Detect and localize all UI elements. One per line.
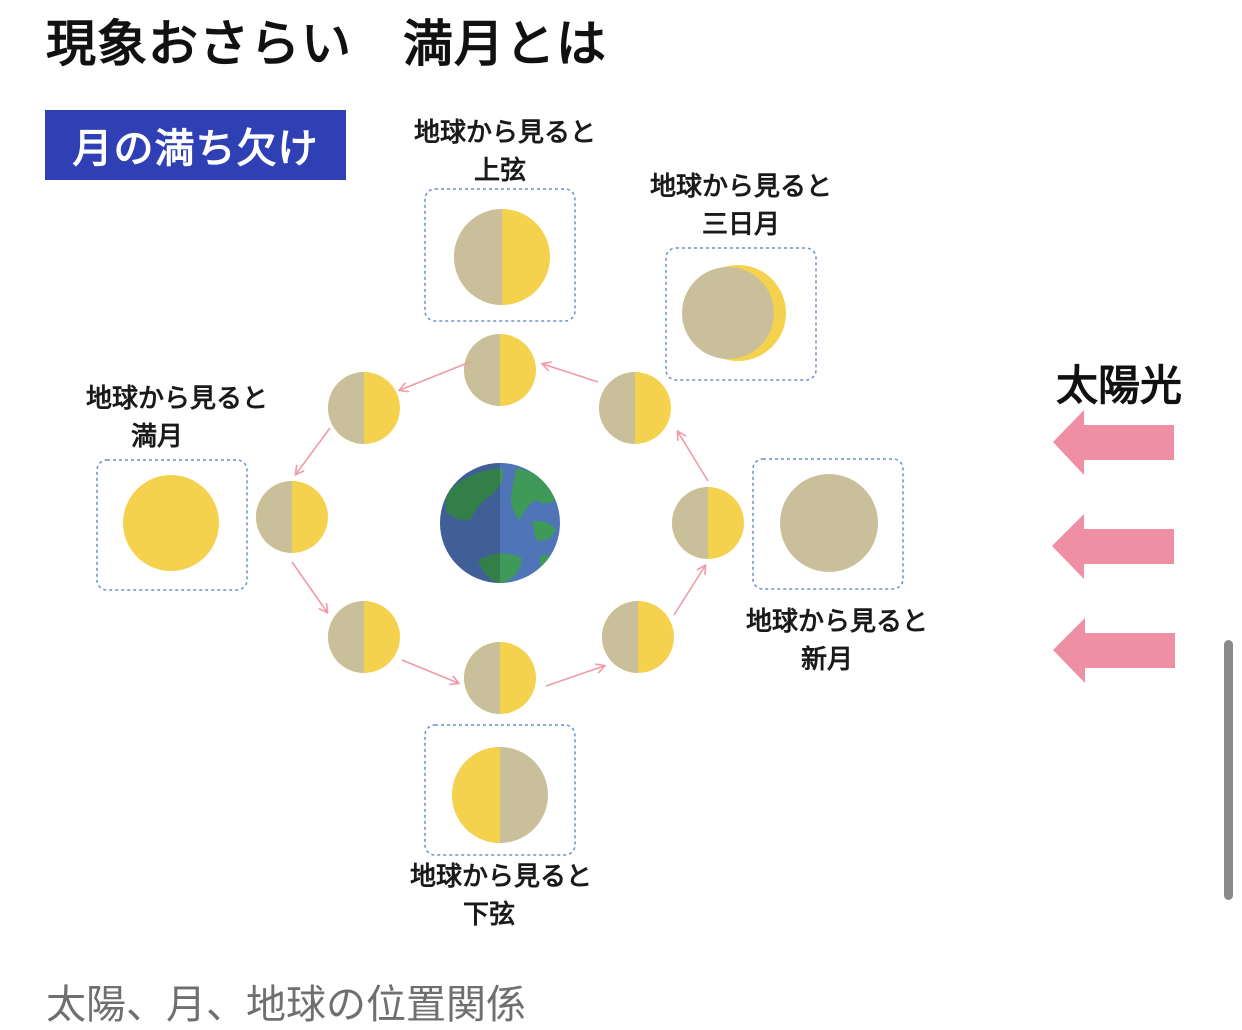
label-last-quarter-line2: 下弦 (462, 900, 515, 930)
label-first-quarter: 地球から見ると 上弦 (400, 114, 610, 190)
sunlight-label: 太陽光 (1056, 361, 1183, 410)
orbit-moon-right (672, 487, 744, 559)
orbit-moon-top (464, 334, 536, 406)
label-last-quarter: 地球から見ると 下弦 (396, 858, 606, 934)
orbit-arrows (291, 362, 709, 687)
sunlight-arrows (1052, 410, 1175, 683)
label-new-line1: 地球から見ると (745, 607, 928, 637)
orbit-moon-left (256, 481, 328, 553)
label-full: 地球から見ると 満月 (72, 380, 282, 456)
section-badge: 月の満ち欠け (45, 110, 346, 180)
page-title: 現象おさらい 満月とは (46, 15, 607, 73)
label-first-quarter-line1: 地球から見ると (413, 118, 596, 148)
label-crescent-line1: 地球から見ると (649, 172, 832, 202)
view-frames (96, 188, 904, 856)
label-new-line2: 新月 (800, 645, 853, 675)
moon-view-last-quarter (452, 747, 548, 843)
orbit-moon-bottom-left (328, 601, 400, 673)
orbit-moon-bottom-right (602, 601, 674, 673)
figure-caption: 太陽、月、地球の位置関係 (46, 982, 526, 1028)
orbit-moon-top-left (328, 372, 400, 444)
label-crescent-line2: 三日月 (701, 210, 780, 240)
sunlight-arrow-1 (1053, 410, 1174, 475)
moon-view-first-quarter (454, 209, 550, 305)
frame-first-quarter (424, 188, 576, 322)
moon-view-crescent (682, 265, 786, 361)
moon-phase-diagram (96, 188, 1175, 856)
frame-new (752, 458, 904, 590)
label-first-quarter-line2: 上弦 (473, 156, 526, 186)
sunlight-arrow-3 (1053, 618, 1175, 683)
label-new: 地球から見ると 新月 (732, 603, 942, 679)
frame-last-quarter (424, 724, 576, 856)
moon-view-new (780, 474, 878, 572)
frame-full (96, 459, 248, 591)
label-full-line1: 地球から見ると (85, 384, 268, 414)
frame-crescent (665, 247, 817, 381)
label-last-quarter-line1: 地球から見ると (409, 862, 592, 892)
earth (440, 463, 560, 583)
label-full-line2: 満月 (130, 422, 183, 452)
orbit-moon-top-right (599, 372, 671, 444)
orbit-moons (256, 334, 744, 714)
orbit-moon-bottom (464, 642, 536, 714)
moon-view-full (123, 475, 219, 571)
label-crescent: 地球から見ると 三日月 (636, 168, 846, 244)
sunlight-arrow-2 (1052, 514, 1174, 579)
scrollbar-thumb[interactable] (1224, 640, 1233, 900)
